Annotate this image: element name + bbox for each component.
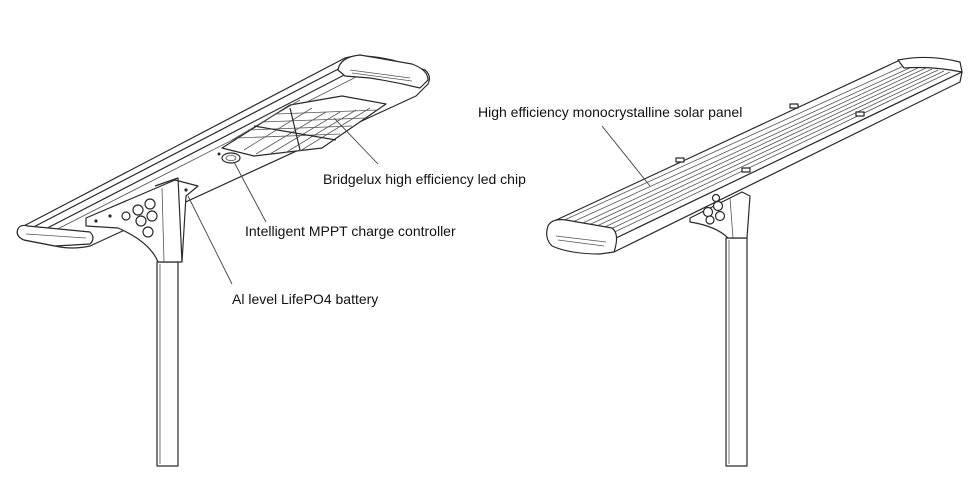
label-controller: Intelligent MPPT charge controller — [245, 223, 456, 239]
labels: High efficiency monocrystalline solar pa… — [232, 104, 742, 307]
left-lamp-underside-view — [16, 54, 431, 467]
right-mounting-bracket — [689, 191, 751, 239]
led-chip-leader — [333, 117, 379, 165]
solar-panel-leader — [601, 125, 651, 187]
right-pole — [725, 237, 748, 467]
right-lamp-housing — [546, 56, 963, 255]
controller-leader — [233, 161, 267, 223]
mppt-controller-sensor — [217, 152, 241, 164]
leader-lines — [187, 117, 651, 285]
left-pole — [156, 261, 179, 467]
label-solar-panel: High efficiency monocrystalline solar pa… — [478, 104, 742, 120]
led-chip-array — [221, 95, 387, 157]
left-lamp-housing — [16, 54, 431, 249]
right-lamp-top-view — [546, 56, 963, 467]
left-mounting-bracket — [85, 177, 199, 263]
label-led-chip: Bridgelux high efficiency led chip — [323, 171, 526, 187]
battery-leader — [187, 195, 233, 285]
label-battery: Al level LifePO4 battery — [232, 291, 378, 307]
